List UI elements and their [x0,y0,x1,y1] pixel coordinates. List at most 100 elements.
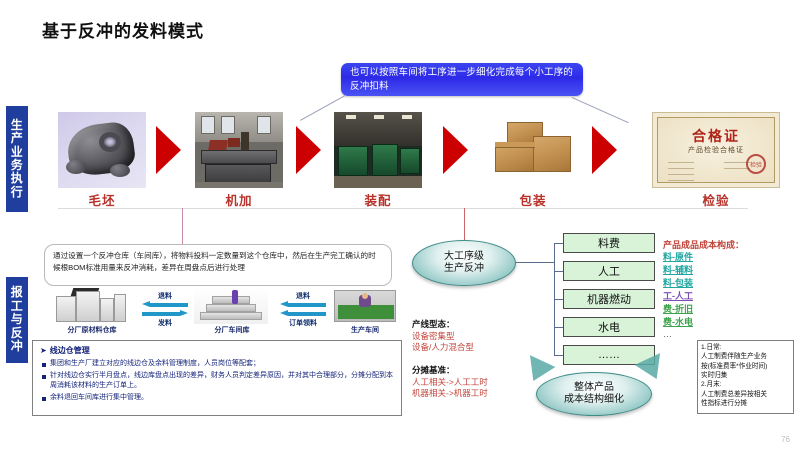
bullets-heading: 线边仓管理 [49,346,90,355]
oval-top-line2: 生产反冲 [444,263,484,274]
cost-item-auxiliary[interactable]: 料-辅料 [663,265,693,275]
page-number: 76 [781,435,790,444]
box-stub-1 [554,243,563,244]
allocation-item-1: 人工相关->人工工时 [412,377,488,387]
labor-note-line-1: 1.日常: [701,344,722,351]
oval-total-cost-structure: 整体产品 成本结构细化 [536,372,652,416]
process-arrow-2-icon [296,126,321,174]
cost-box-material[interactable]: 料费 [563,233,655,253]
raw-material-warehouse-icon [54,288,128,324]
allocation-item-2: 机器相关->机器工时 [412,388,488,398]
production-workshop-label: 生产车间 [351,327,379,334]
sidebar-tab-production-execution[interactable]: 生产业务执行 [6,106,28,212]
cost-item-labor[interactable]: 工-人工 [663,291,693,301]
bullet-square-icon-2 [42,374,46,379]
arrow-label-issue: 发料 [158,320,172,327]
process-arrow-3-icon [443,126,468,174]
certificate-line-3 [668,174,694,175]
carton-flap [495,142,535,148]
stage-image-inspection: 合格证 产品检验合格证 检验 [652,112,780,188]
labor-note-line-7: 性指标进行分摊 [701,400,748,408]
oval-to-boxes-horizontal [516,262,554,263]
assembly-lamp-1 [346,115,356,119]
factory-block-3 [100,298,114,322]
labor-note-line-3: 按(标准费率*作业时间) [701,362,768,370]
labor-overhead-note: 1.日常: 人工制费伴随生产业务 按(标准费率*作业时间) 实时归集 2.月末:… [697,340,794,414]
cost-box-more[interactable]: …… [563,345,655,365]
bullets-heading-row: ➤线边仓管理 [40,345,394,356]
oval-process-backflush: 大工序级 生产反冲 [412,240,516,286]
machining-bed [201,150,277,164]
backflush-note: 通过设置一个反冲仓库（车间库），将物料投料一定数量到这个仓库中，然后在生产完工确… [44,244,392,286]
factory-block-1 [56,296,76,322]
stage-image-machining [195,112,283,188]
casting-hole [99,132,121,152]
line-type-item-1: 设备密集型 [412,331,455,341]
cost-item-raw-part[interactable]: 料-原件 [663,252,693,262]
warehouse-tier-3 [212,296,250,304]
arrow-left-return-1 [142,301,188,308]
stage-label-assembly: 装配 [364,194,392,208]
certificate-line-2 [668,168,694,169]
factory-block-4 [114,294,126,322]
callout-leader-right [571,97,629,124]
assembly-machine-2 [372,144,398,176]
casting-foot-left [66,160,86,174]
arrow-group-picking-return: 退料 订单领料 [280,291,326,328]
cost-item-depreciation[interactable]: 费-折旧 [663,304,693,314]
arrow-label-order-picking: 订单领料 [289,320,317,327]
oval-top-line1: 大工序级 [444,250,484,262]
box-stub-4 [554,327,563,328]
cost-box-machine-fuel[interactable]: 机器燃动 [563,289,655,309]
cost-structure-title: 产品成品成本构成： [663,240,745,250]
connector-assembly-down [464,208,465,240]
process-arrow-1-icon [156,126,181,174]
bullet-square-icon-1 [42,362,46,367]
oval-bottom-line1: 整体产品 [574,381,614,393]
box-stub-3 [554,299,563,300]
process-arrow-4-icon [592,126,617,174]
warehouse-tier-1 [200,312,262,320]
assembly-lamp-3 [402,115,412,119]
assembly-lamp-2 [374,115,384,119]
labor-note-line-5: 2.月末: [701,381,722,389]
assembly-floor [334,176,422,188]
arrow-label-return-2: 退料 [296,293,310,300]
bullet-arrow-icon: ➤ [40,346,47,355]
process-row-divider [58,208,748,209]
certificate-subheading: 产品检验合格证 [688,147,744,154]
workshop-warehouse-label: 分厂车间库 [214,327,250,334]
sidebar-tab-report-backflush[interactable]: 报工与反冲 [6,277,28,363]
warehouse-tier-2 [206,304,256,312]
sidebar-tab-report-backflush-label: 报工与反冲 [10,285,24,354]
cost-item-more: … [663,329,672,339]
bullet-item-3: 余料退回车间库进行集中管理。 [40,393,394,404]
sidebar-tab-production-execution-label: 生产业务执行 [10,117,24,199]
cost-item-packaging[interactable]: 料-包装 [663,278,693,288]
certificate-line-4 [668,180,694,181]
arrow-right-issue [142,310,188,317]
bullet-item-2: 针对线边仓实行半月盘点，线边库盘点出现的差异，财务人员判定差异原因，并对其中合理… [40,371,394,392]
workshop-worker-head [362,293,368,299]
machining-window-2 [221,116,235,134]
cost-item-utilities[interactable]: 费-水电 [663,317,693,327]
arrow-label-return-1: 退料 [158,293,172,300]
cost-box-utilities[interactable]: 水电 [563,317,655,337]
arrow-left-order-picking [280,310,326,317]
line-type-item-2: 设备/人力混合型 [412,342,474,352]
arrow-left-return-2 [280,301,326,308]
bullet-text-1: 集团和生产厂建立对应的线边仓及余料管理制度，人员岗位等配套； [50,359,260,367]
arrow-group-issue-return: 退料 发料 [142,291,188,328]
stage-image-packaging [489,112,577,188]
cost-box-labor[interactable]: 人工 [563,261,655,281]
certificate-stamp-icon: 检验 [746,154,766,174]
machining-window-1 [201,116,215,134]
line-side-warehouse-panel: ➤线边仓管理 集团和生产厂建立对应的线边仓及余料管理制度，人员岗位等配套； 针对… [32,340,402,416]
certificate-line-6 [724,168,750,169]
machining-arm [241,132,249,152]
labor-note-line-4: 实时归集 [701,372,728,380]
allocation-title: 分摊基准： [412,365,455,375]
labor-note-line-2: 人工制费伴随生产业务 [701,353,767,361]
certificate-frame: 合格证 产品检验合格证 检验 [657,117,775,183]
line-type-title: 产线型态： [412,319,455,329]
